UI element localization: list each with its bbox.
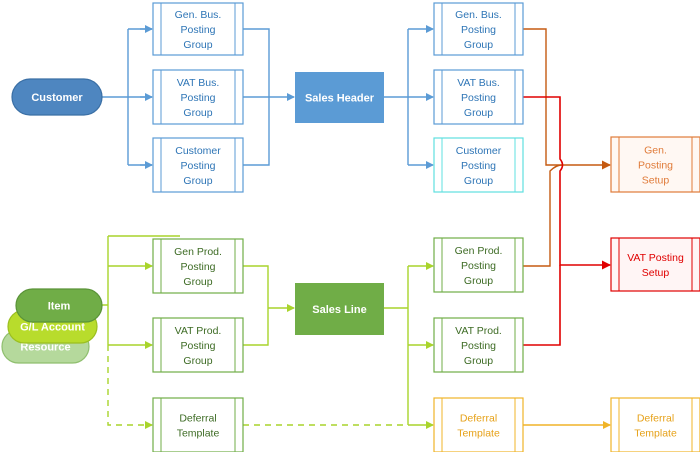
connector-sales-header-groups [384, 29, 409, 165]
right-gen-bus-posting-group-frame [433, 2, 524, 56]
left-customer-posting-group-frame [152, 137, 244, 193]
right-gen-prod-posting-group-frame [433, 237, 524, 293]
connector-sales-line-groups [384, 266, 409, 425]
connectors [102, 25, 611, 429]
gen-posting-setup-frame [610, 136, 700, 193]
left-gen-bus-posting-group-frame [152, 2, 244, 56]
connector-vat-prod-to-setup [523, 265, 561, 346]
right-vat-prod-posting-group-frame [433, 317, 524, 373]
left-gen-prod-posting-group-frame [152, 238, 244, 294]
gl-account-node-label: G/L Account [20, 322, 85, 334]
vat-posting-setup-frame [610, 237, 700, 292]
resource-node-label: Resource [20, 342, 70, 354]
connector-groups-sales-header [243, 28, 294, 166]
right-deferral-template-frame [433, 397, 524, 452]
sales-line-node-frame [295, 283, 384, 335]
connector-item-groups [102, 235, 180, 345]
sales-line-node[interactable]: Sales Line [295, 283, 384, 335]
left-deferral-template-frame [152, 397, 244, 452]
sales-header-node-label: Sales Header [305, 93, 375, 105]
connector-gen-prod-to-setup [523, 164, 563, 267]
sales-line-node-label: Sales Line [312, 304, 366, 316]
connector-vat-bus-to-setup [523, 96, 611, 270]
right-vat-bus-posting-group-frame [433, 69, 524, 125]
item-node-label: Item [48, 301, 71, 313]
final-deferral-template-frame [610, 397, 700, 452]
left-vat-bus-posting-group-frame [152, 69, 244, 125]
arrow-item-deferral [107, 345, 153, 429]
customer-node[interactable]: Customer [11, 78, 103, 116]
customer-node-shape [11, 78, 103, 116]
right-customer-posting-group-frame [433, 137, 524, 193]
sales-header-node-frame [295, 72, 384, 123]
connector-groups-sales-line [243, 265, 294, 346]
sales-header-node[interactable]: Sales Header [295, 72, 384, 123]
item-node-shape [15, 288, 103, 323]
customer-node-label: Customer [31, 92, 83, 104]
item-node[interactable]: Item [15, 288, 103, 323]
left-vat-prod-posting-group-frame [152, 317, 244, 373]
